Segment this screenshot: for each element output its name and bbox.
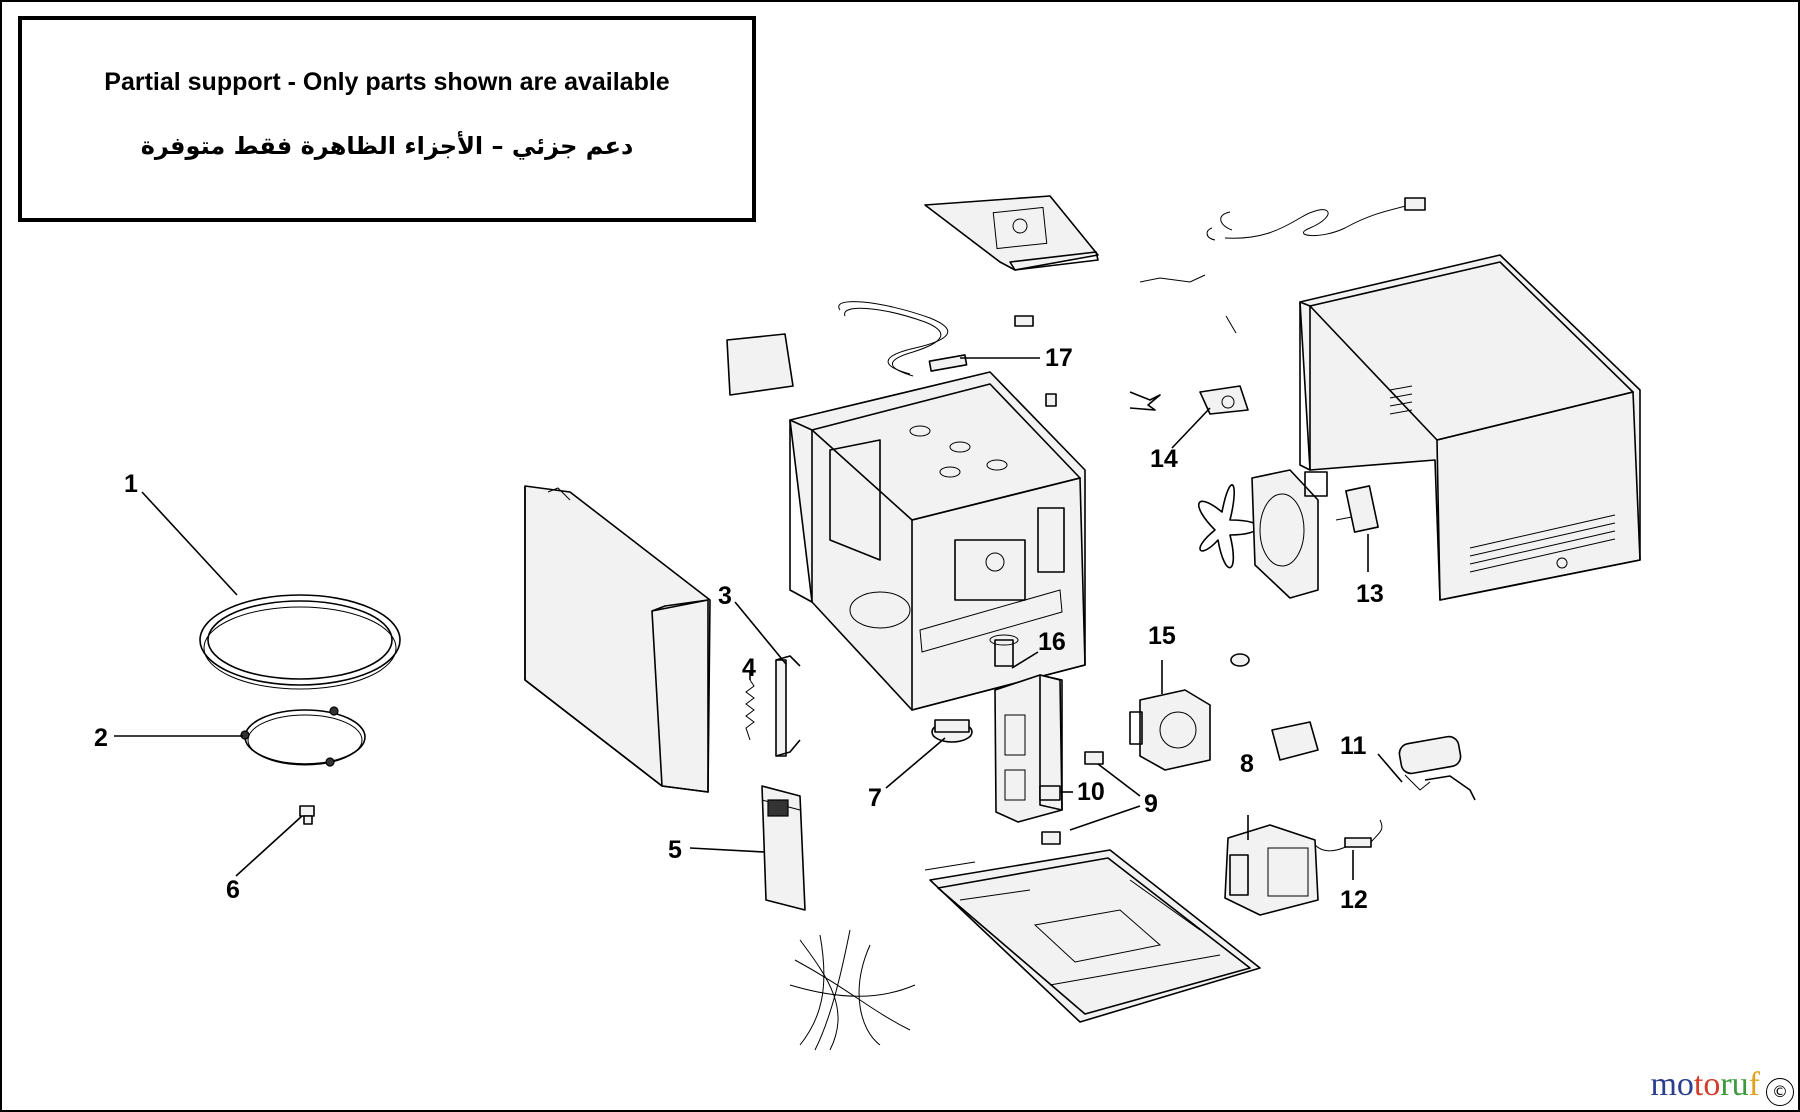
- callout-16: 16: [1038, 628, 1066, 656]
- callout-8: 8: [1240, 750, 1254, 778]
- fan-duct[interactable]: [1251, 469, 1328, 599]
- part-14-switch-bracket[interactable]: [1199, 385, 1249, 415]
- callout-10: 10: [1077, 778, 1105, 806]
- callout-12: 12: [1340, 886, 1368, 914]
- interlock-bracket[interactable]: [1129, 391, 1161, 411]
- part-13-fan-motor[interactable]: [1335, 485, 1379, 533]
- callout-13: 13: [1356, 580, 1384, 608]
- part-9-micro-switch[interactable]: [1041, 751, 1104, 845]
- copyright-icon: ©: [1766, 1078, 1794, 1106]
- small-brackets[interactable]: [1014, 274, 1237, 407]
- watermark-part-2: to: [1693, 1066, 1721, 1103]
- callout-9: 9: [1144, 790, 1158, 818]
- part-2-roller-ring[interactable]: [240, 706, 366, 767]
- callout-11: 11: [1340, 732, 1367, 760]
- part-15-transformer[interactable]: [1129, 689, 1211, 771]
- part-12-diode[interactable]: [1314, 819, 1383, 852]
- callout-5: 5: [668, 836, 682, 864]
- part-8-hv-transformer[interactable]: [1224, 824, 1319, 916]
- part-16-motor[interactable]: [989, 634, 1019, 667]
- callout-17: 17: [1045, 344, 1073, 372]
- wire-harness[interactable]: [789, 929, 916, 1051]
- callout-labels: 1 2 6 3 4 5 7 8 9 10 11 12 13 14 15 16 1…: [94, 344, 1384, 914]
- callout-7: 7: [868, 784, 882, 812]
- insulation-plate[interactable]: [1271, 721, 1319, 761]
- part-4-spring[interactable]: [745, 679, 755, 741]
- part-1-turntable-ring[interactable]: [199, 594, 401, 690]
- part-11-capacitor[interactable]: [1398, 735, 1476, 801]
- leader-lines: [114, 357, 1403, 880]
- callout-4: 4: [742, 654, 756, 682]
- fuse-clip[interactable]: [1230, 653, 1250, 667]
- power-cord[interactable]: [1206, 197, 1426, 241]
- watermark-part-3: ru: [1720, 1066, 1749, 1103]
- callout-15: 15: [1148, 622, 1176, 650]
- mica-cover[interactable]: [726, 333, 794, 396]
- outer-case[interactable]: [1299, 254, 1641, 601]
- part-7-turntable-motor[interactable]: [931, 719, 973, 743]
- oven-cavity[interactable]: [789, 371, 1086, 711]
- part-5-control-panel[interactable]: [761, 785, 806, 911]
- watermark-part-1: mo: [1650, 1066, 1694, 1103]
- callout-3: 3: [718, 582, 732, 610]
- callout-1: 1: [124, 470, 138, 498]
- door-assembly[interactable]: [524, 485, 711, 793]
- notice-box: Partial support - Only parts shown are a…: [18, 16, 756, 222]
- callout-6: 6: [226, 876, 240, 904]
- base-plate[interactable]: [924, 849, 1261, 1023]
- site-watermark: motoruf: [1650, 1066, 1760, 1104]
- callout-14: 14: [1150, 445, 1178, 473]
- top-plate[interactable]: [924, 195, 1099, 271]
- callout-2: 2: [94, 724, 108, 752]
- part-3-latch-hook[interactable]: [775, 655, 801, 757]
- fan-blade[interactable]: [1198, 484, 1259, 569]
- notice-english: Partial support - Only parts shown are a…: [104, 68, 670, 96]
- notice-arabic: دعم جزئي – الأجزاء الظاهرة فقط متوفرة: [140, 132, 634, 160]
- part-10-micro-switch[interactable]: [1039, 785, 1061, 801]
- part-6-coupler[interactable]: [299, 805, 315, 825]
- watermark-part-4: f: [1748, 1066, 1760, 1103]
- part-17-heater-element[interactable]: [838, 301, 968, 377]
